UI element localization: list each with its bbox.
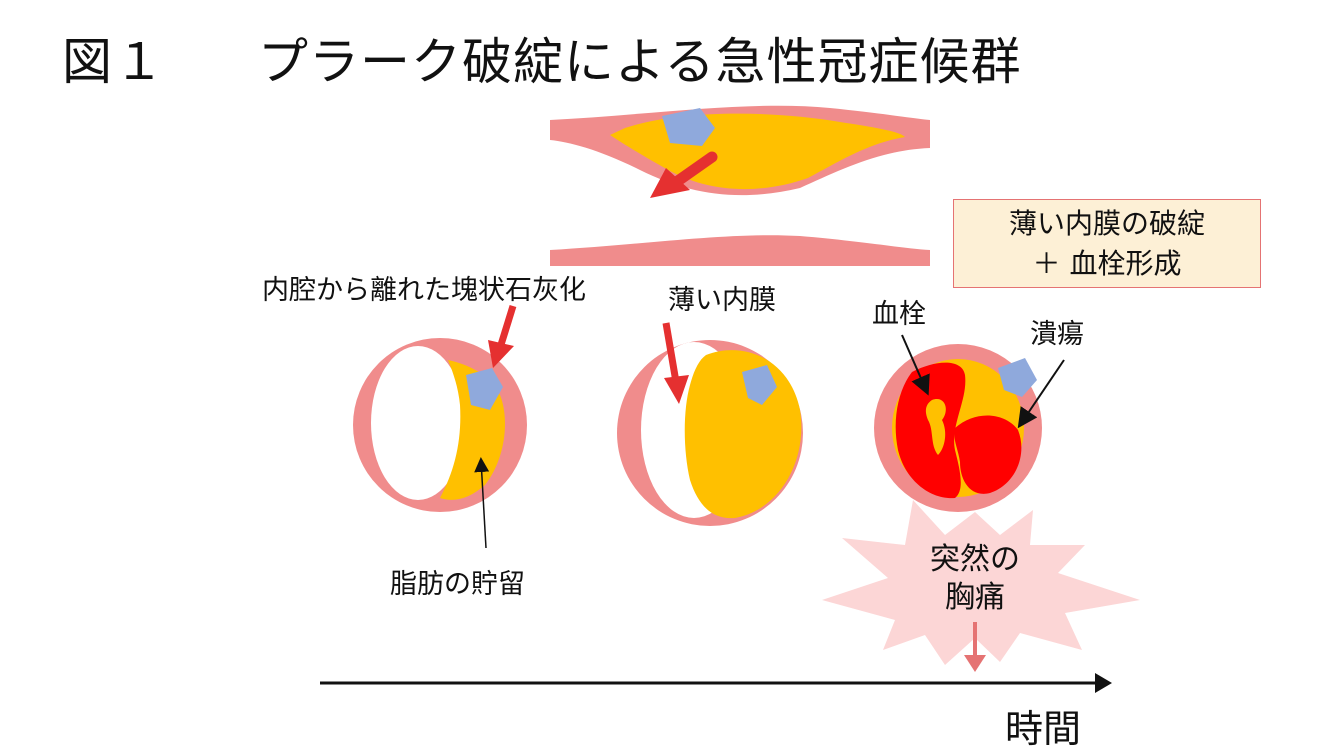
thrombus-left (895, 362, 966, 499)
chest-pain-arrow-head (964, 655, 986, 672)
ulcer-label: 潰瘍 (1030, 319, 1084, 350)
time-axis-label: 時間 (1005, 707, 1082, 751)
thrombus-label: 血栓 (872, 299, 926, 330)
thrombus-pointer-line (901, 334, 930, 396)
lipid-label: 脂肪の貯留 (390, 569, 525, 600)
cross-section-ruptured-plaque (874, 334, 1065, 512)
chest-pain-label: 突然の 胸痛 (918, 541, 1032, 617)
callout-box: 薄い内膜の破綻 ＋ 血栓形成 (953, 199, 1261, 288)
callout-line-1: 薄い内膜の破綻 (1008, 207, 1205, 240)
cross-section-calcified-nodule (353, 304, 527, 549)
callout-line-2: ＋ 血栓形成 (1032, 247, 1182, 280)
figure-label: 図１ (62, 33, 166, 91)
chest-pain-burst (822, 500, 1140, 665)
thrombus-right (954, 415, 1022, 494)
calcification-2 (742, 365, 777, 405)
calcification-label: 内腔から離れた塊状石灰化 (262, 275, 586, 306)
calcification-1 (466, 368, 503, 410)
lipid-pointer-line (474, 457, 490, 549)
chest-pain-line-2: 胸痛 (945, 580, 1005, 615)
thin-intima-arrow-head (664, 375, 689, 404)
ulcer-pointer-line (1017, 359, 1065, 429)
chest-pain-line-1: 突然の (930, 542, 1020, 577)
calcification-longitudinal (662, 108, 715, 146)
thin-intima-label: 薄い内膜 (668, 285, 776, 316)
lower-vessel-wall (550, 235, 930, 266)
rupture-arrow-shaft (669, 151, 718, 189)
lipid-fragment (925, 399, 946, 455)
time-axis-arrowhead (1095, 673, 1112, 693)
slide-title: プラーク破綻による急性冠症候群 (258, 33, 1022, 91)
calcification-3 (998, 358, 1037, 397)
vessel-longitudinal-section (550, 105, 930, 266)
calcification-pointer-arrow-head (488, 340, 514, 368)
rupture-arrow-head (650, 168, 690, 198)
thin-intima-arrow-shaft (662, 322, 680, 383)
calcification-pointer-arrow-shaft (496, 304, 517, 350)
cross-section-thin-intima (617, 322, 803, 526)
